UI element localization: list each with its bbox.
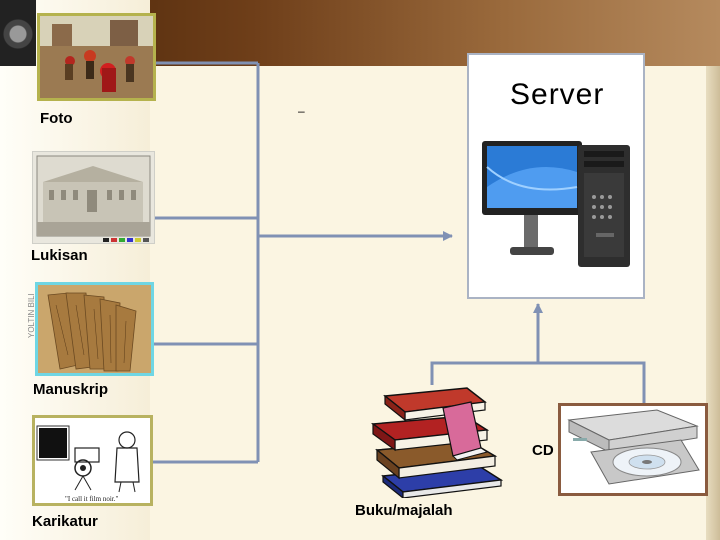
vertical-credit-text: YOLTIN BILI	[27, 293, 36, 338]
books-stack-icon	[370, 387, 504, 498]
foto-image	[37, 13, 156, 101]
karikatur-caption: "I call it film noir."	[65, 495, 118, 503]
cd-drive-icon	[567, 409, 700, 485]
label-cd: CD	[532, 442, 554, 459]
painting-building-icon	[36, 155, 151, 242]
server-computer-icon	[482, 141, 630, 267]
label-buku: Buku/majalah	[355, 502, 453, 519]
film-reel-icon	[0, 0, 36, 66]
cd-drive-image	[558, 403, 708, 496]
label-foto: Foto	[40, 110, 73, 127]
server-title: Server	[510, 78, 605, 111]
karikatur-image: "I call it film noir."	[32, 415, 153, 506]
right-edge	[706, 66, 720, 540]
photo-dancers-icon	[40, 16, 153, 98]
lukisan-image	[32, 151, 155, 244]
label-manuskrip: Manuskrip	[33, 381, 109, 398]
cartoon-icon: "I call it film noir."	[36, 425, 140, 503]
manuscript-icon	[38, 285, 151, 373]
label-lukisan: Lukisan	[31, 247, 88, 264]
manuskrip-image	[35, 282, 154, 376]
dash-mark: –	[298, 104, 305, 118]
label-karikatur: Karikatur	[32, 513, 98, 530]
